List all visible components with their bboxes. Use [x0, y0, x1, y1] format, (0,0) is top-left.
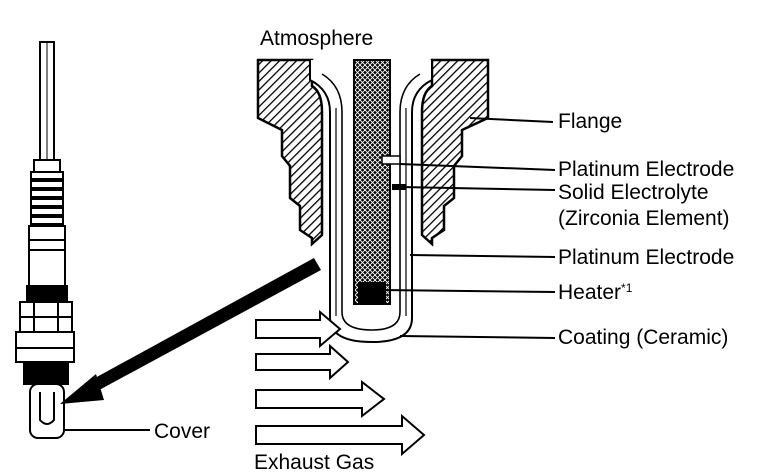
- electrolyte-marker: [392, 184, 406, 190]
- sensor-ribs: [30, 171, 64, 225]
- zirconia-element-label: (Zirconia Element): [558, 207, 730, 230]
- heater-footnote: *1: [621, 281, 633, 295]
- sensor-body: [28, 225, 66, 287]
- housing-left: [256, 58, 324, 247]
- platinum-electrode-outer-label: Platinum Electrode: [558, 246, 735, 269]
- flange-label: Flange: [558, 110, 623, 133]
- sensor-cover: [29, 383, 65, 439]
- sensor-collar: [26, 285, 68, 303]
- magnify-pointer-arrow: [60, 258, 321, 404]
- sensor-side-view: [15, 41, 75, 439]
- coating-leader: [399, 335, 556, 339]
- exhaust-arrow: [255, 343, 350, 381]
- heater-element: [353, 59, 391, 305]
- exhaust-arrow: [255, 309, 342, 349]
- platinum-electrode-outer-leader: [409, 254, 556, 258]
- cover-label: Cover: [154, 420, 211, 443]
- platinum-electrode-inner-leader: [399, 163, 556, 171]
- exhaust-arrow: [255, 379, 386, 419]
- sensor-washer: [23, 361, 69, 385]
- coating-label: Coating (Ceramic): [558, 326, 729, 349]
- inner-electrode-marker: [381, 155, 401, 165]
- leader-lines: [64, 117, 556, 431]
- sensor-thread: [15, 347, 75, 363]
- heater-tip: [358, 282, 386, 304]
- heater-label: Heater*1: [558, 282, 632, 303]
- heater-leader: [379, 289, 556, 293]
- sensor-grommet: [33, 159, 61, 173]
- platinum-electrode-inner-label: Platinum Electrode: [558, 158, 735, 181]
- sensor-cross-section: [256, 58, 490, 344]
- atmosphere-label: Atmosphere: [260, 27, 374, 50]
- exhaust-flow-arrows: [255, 309, 426, 457]
- heater-label-text: Heater: [558, 281, 622, 304]
- solid-electrolyte-leader: [399, 186, 556, 191]
- exhaust-gas-label: Exhaust Gas: [254, 451, 375, 474]
- exhaust-arrow: [255, 413, 426, 457]
- housing-right: [420, 58, 490, 247]
- sensor-thread-top: [15, 331, 75, 349]
- flange-leader: [469, 117, 554, 123]
- solid-electrolyte-label: Solid Electrolyte: [558, 181, 709, 204]
